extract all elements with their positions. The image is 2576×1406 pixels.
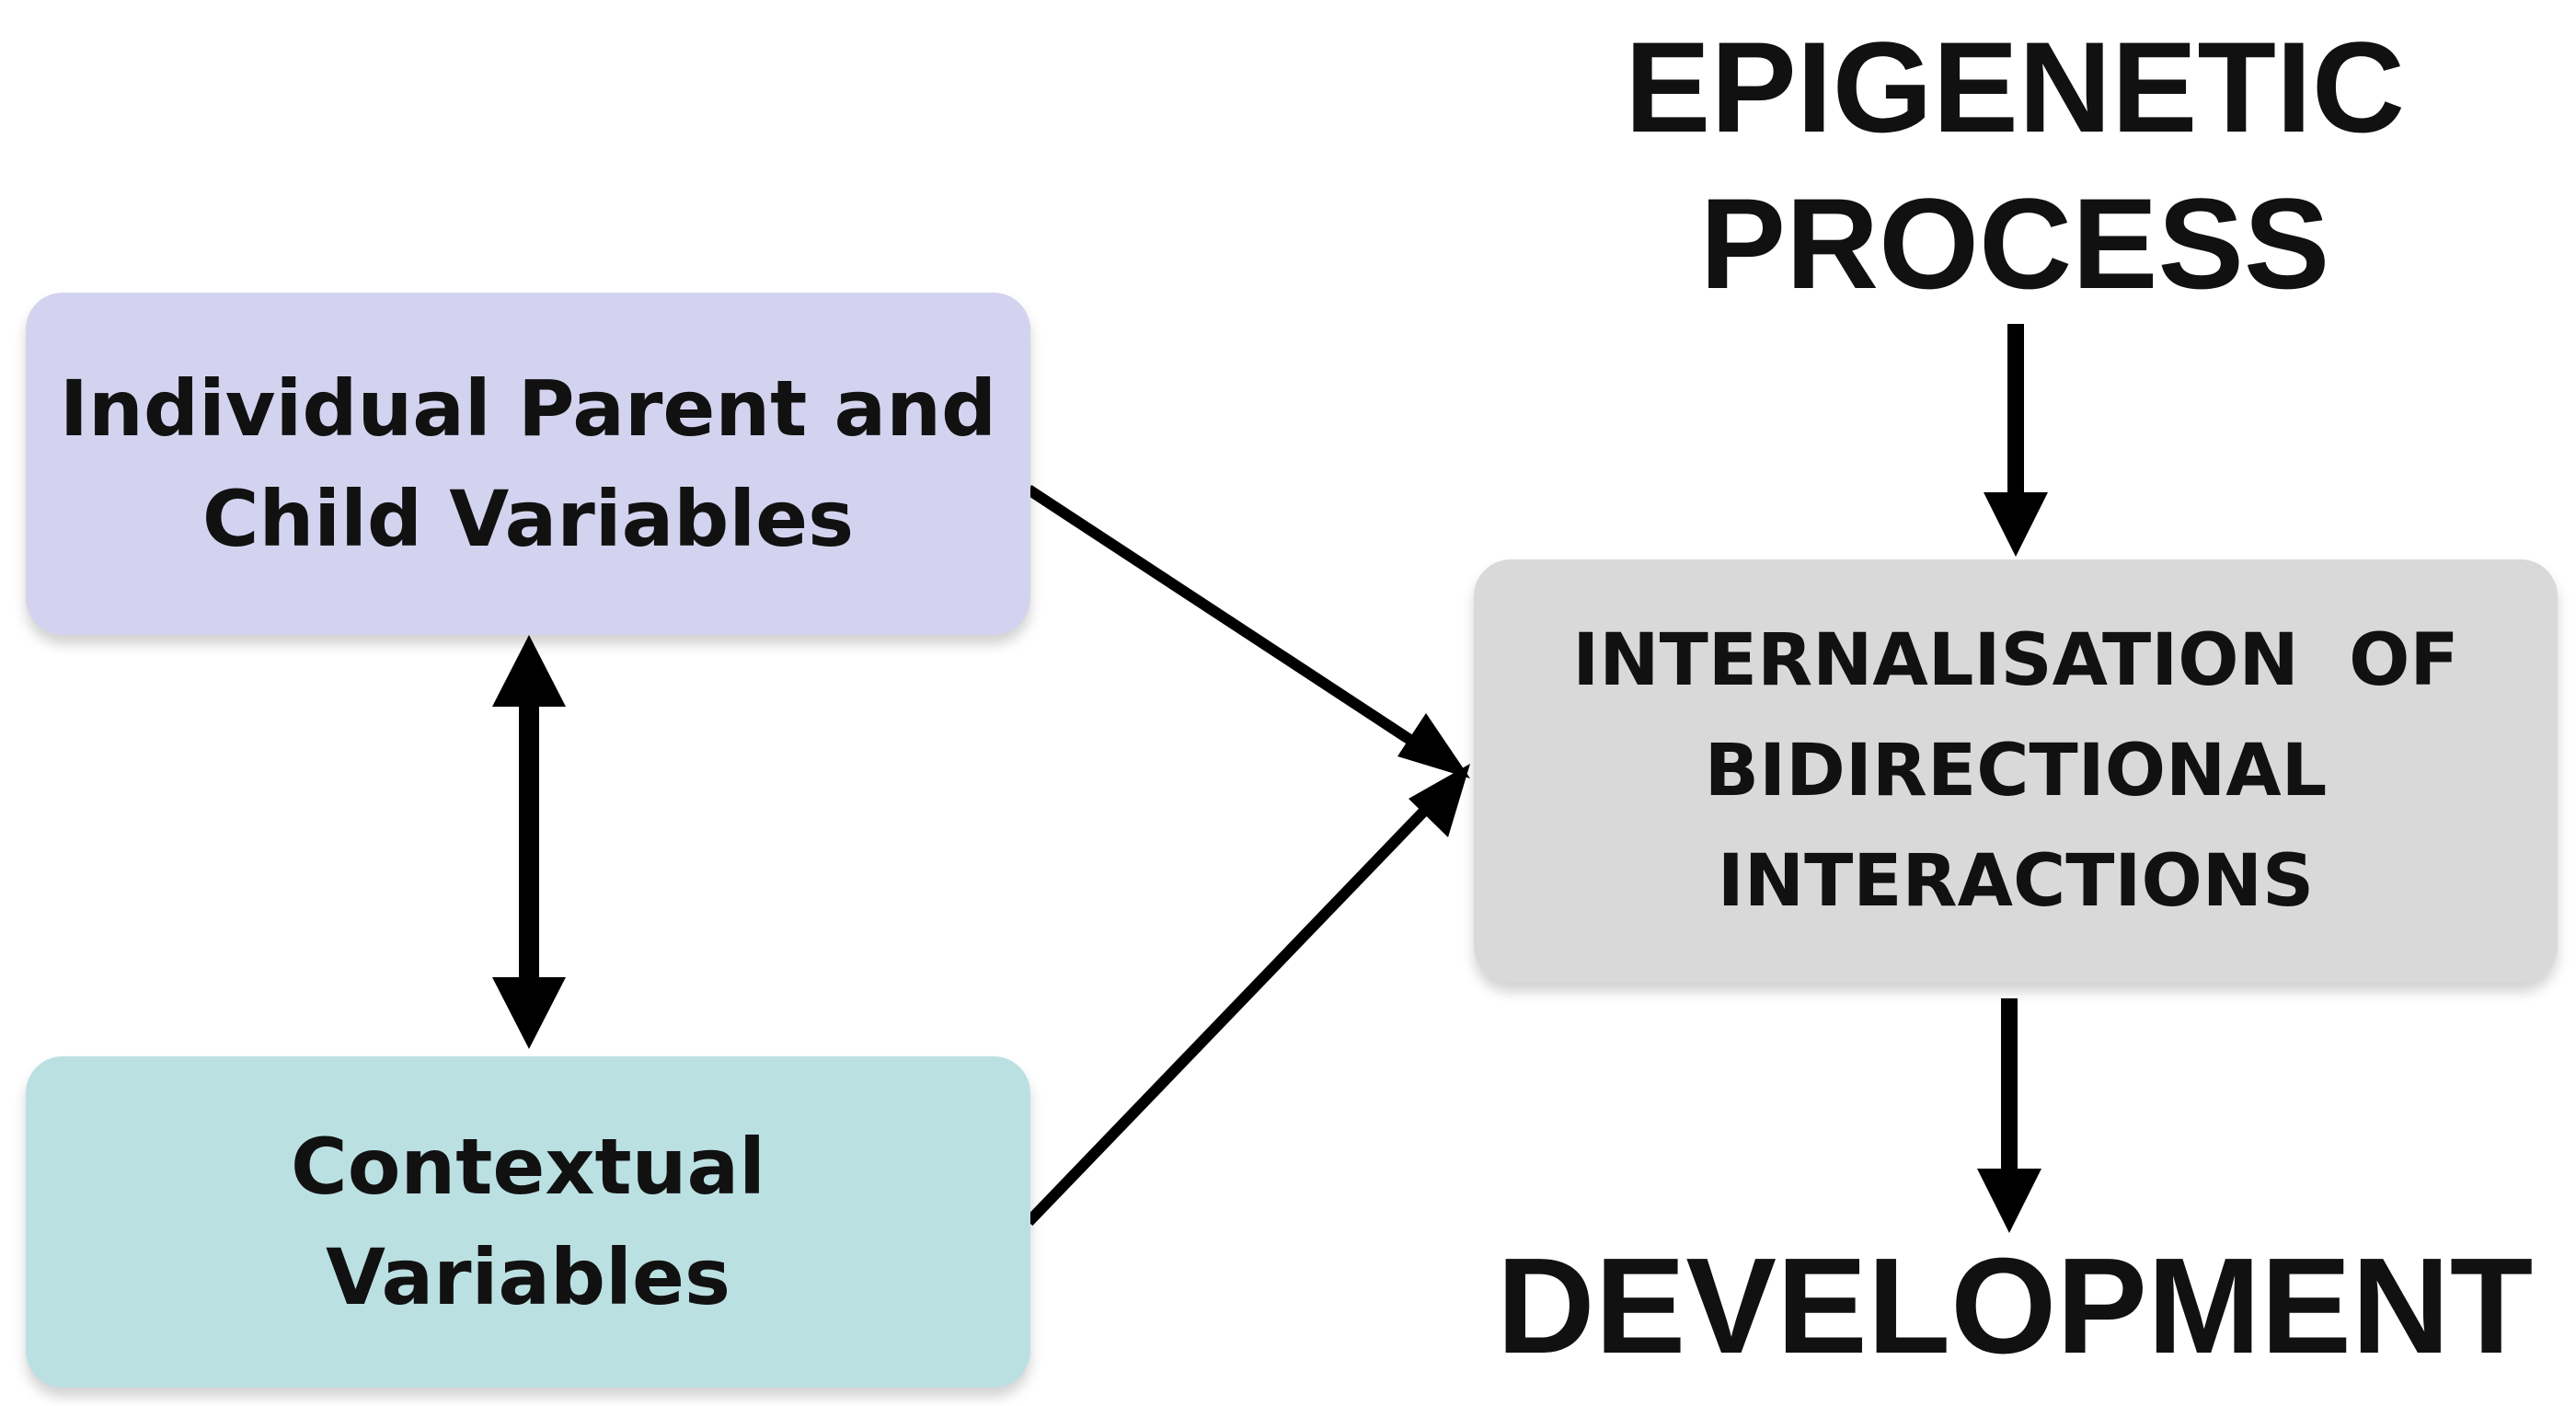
- internalisation-line-1: INTERNALISATION OF: [1572, 619, 2459, 702]
- parent-child-line-2: Child Variables: [201, 474, 855, 564]
- edge-parent-internalisation: [1025, 484, 1470, 778]
- contextual-line-1: Contextual: [291, 1122, 765, 1212]
- internalisation-line-2: BIDIRECTIONAL: [1704, 730, 2328, 812]
- edge-contextual-internalisation: [1024, 764, 1470, 1227]
- epigenetic-line-2: PROCESS: [1699, 171, 2330, 316]
- epigenetic-process-label: EPIGENETIC PROCESS: [1509, 9, 2521, 322]
- internalisation-line-3: INTERACTIONS: [1717, 840, 2315, 923]
- edge-parent-contextual: [492, 635, 566, 1049]
- contextual-variables-box: Contextual Variables: [26, 1056, 1030, 1388]
- edge-internalisation-development: [1977, 998, 2041, 1233]
- parent-child-line-1: Individual Parent and: [59, 363, 997, 454]
- parent-child-variables-box: Individual Parent and Child Variables: [26, 293, 1030, 635]
- contextual-line-2: Variables: [326, 1232, 730, 1322]
- epigenetic-line-1: EPIGENETIC: [1625, 15, 2405, 159]
- development-label: DEVELOPMENT: [1496, 1230, 2534, 1382]
- internalisation-box: INTERNALISATION OF BIDIRECTIONAL INTERAC…: [1474, 559, 2558, 983]
- edge-epigenetic-internalisation: [1984, 324, 2048, 557]
